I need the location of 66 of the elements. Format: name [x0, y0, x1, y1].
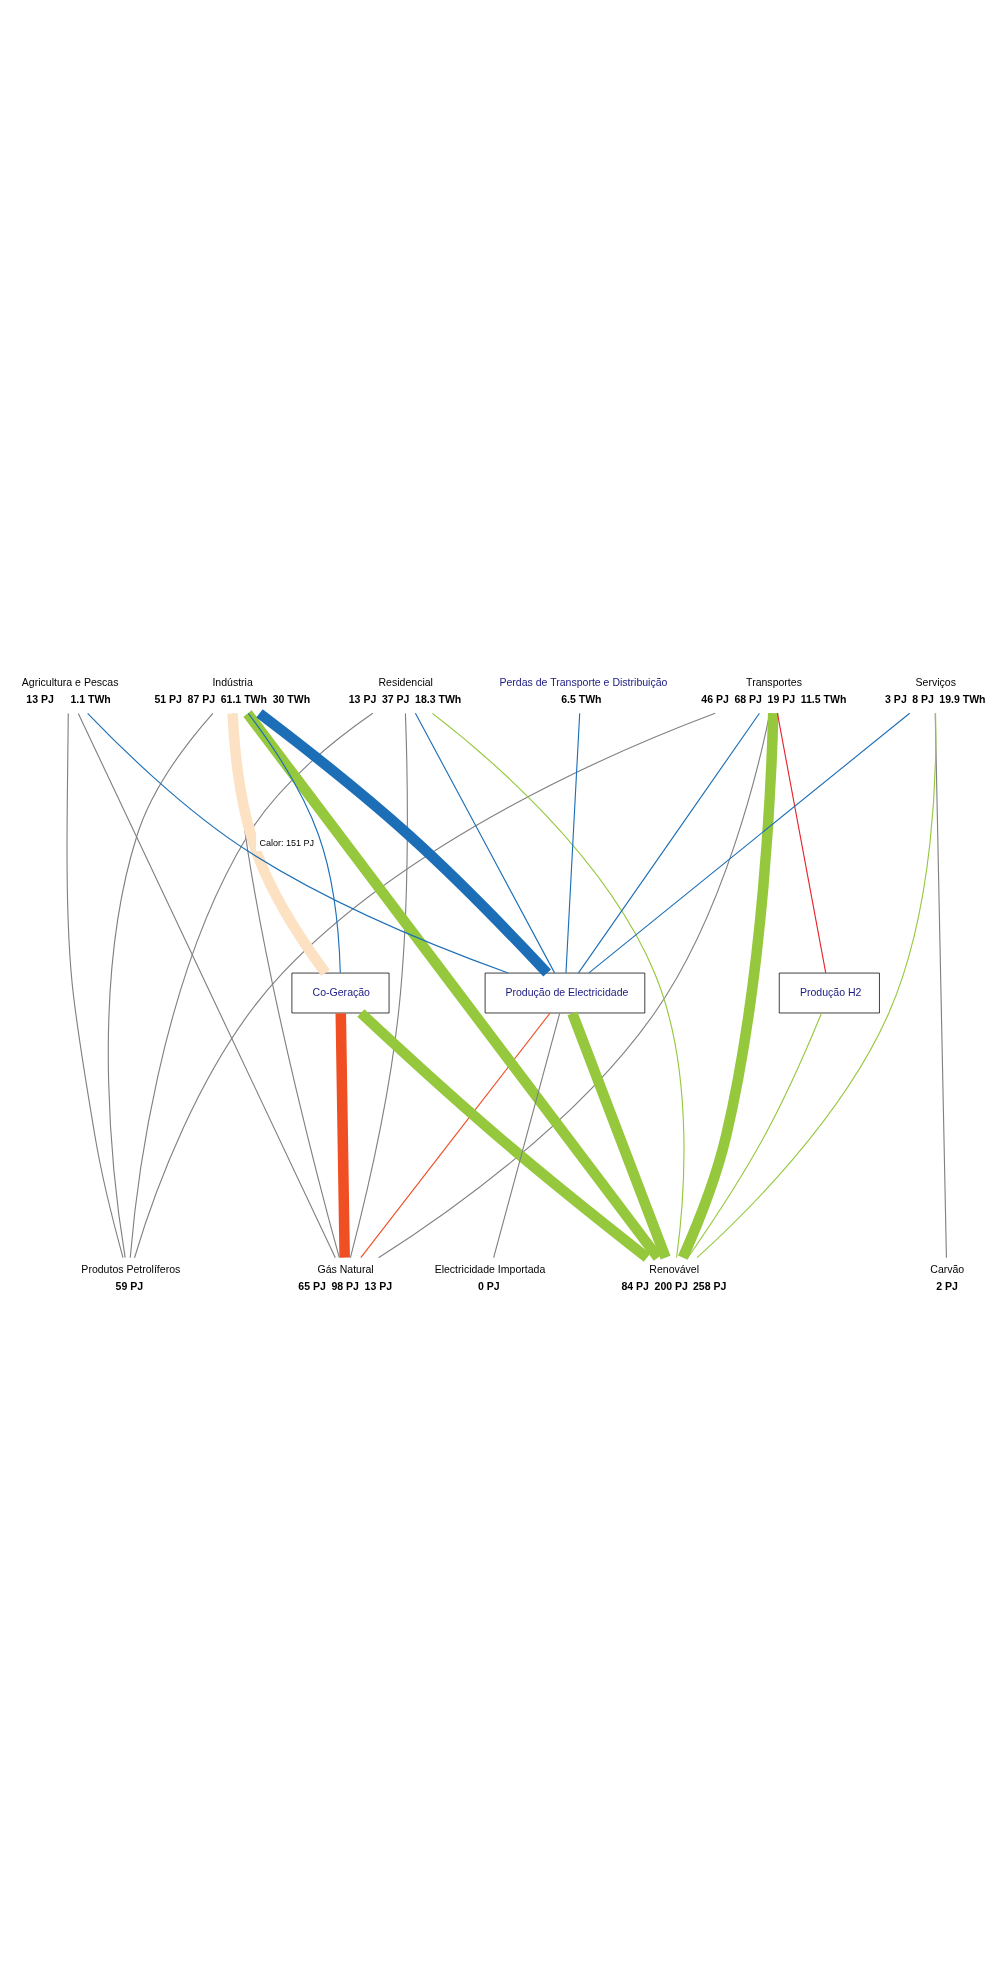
edge-label: Calor: 151 PJ	[259, 837, 315, 848]
node-text: Transportes	[746, 675, 802, 688]
node-label: 51 PJ	[154, 692, 182, 705]
node-label: 3 PJ	[885, 692, 907, 705]
node-label: 68 PJ	[734, 692, 762, 705]
connector	[588, 712, 911, 973]
node-label: 0 PJ	[477, 1279, 500, 1292]
connector	[360, 1012, 551, 1258]
node-label: 258 PJ	[693, 1279, 727, 1292]
node-text: Residencial	[378, 675, 433, 688]
connector	[335, 1012, 350, 1258]
connector	[87, 712, 509, 974]
node-label: 200 PJ	[654, 1279, 688, 1292]
connector	[107, 712, 214, 1258]
connector	[431, 712, 685, 1258]
node-text: Perdas de Transporte e Distribuição	[499, 675, 668, 688]
connector	[133, 712, 716, 1258]
node-label: 19.9 TWh	[939, 692, 986, 705]
connector	[678, 712, 779, 1260]
connector	[577, 712, 760, 973]
connector	[776, 712, 827, 973]
connector	[378, 712, 771, 1258]
node-text: Renovável	[649, 1262, 700, 1275]
node-label: 6.5 TWh	[561, 692, 602, 705]
node-label: 84 PJ	[621, 1279, 649, 1292]
node-label: 2 PJ	[936, 1279, 958, 1292]
node-label: 98 PJ	[331, 1279, 359, 1292]
connector	[77, 712, 336, 1258]
node-label: 37 PJ	[381, 692, 410, 705]
node-text: Indústria	[212, 675, 253, 688]
connector	[493, 1012, 561, 1258]
node-label: 59 PJ	[115, 1279, 144, 1292]
node-label: 13 PJ	[364, 1279, 393, 1292]
node-label: 65 PJ	[298, 1279, 326, 1292]
connector	[243, 709, 663, 1261]
node-label: 18.3 TWh	[415, 692, 462, 705]
node-label: 1.1 TWh	[70, 692, 111, 705]
node-label: 13 PJ	[26, 692, 54, 705]
connector	[357, 1008, 651, 1262]
node-text: Carvão	[930, 1262, 965, 1275]
connector	[565, 712, 581, 973]
node-box: Produção H2	[778, 972, 880, 1013]
connector	[696, 712, 937, 1258]
node-label: 11.5 TWh	[800, 692, 847, 705]
connector	[349, 712, 408, 1258]
node-text: Serviços	[915, 675, 956, 688]
connector	[129, 712, 374, 1258]
connector	[687, 1011, 823, 1258]
connector	[414, 712, 556, 973]
node-label: 8 PJ	[912, 692, 934, 705]
connector	[567, 1010, 671, 1260]
node-label: 87 PJ	[187, 692, 216, 705]
node-text: Gás Natural	[317, 1262, 374, 1275]
node-label: 19 PJ	[767, 692, 796, 705]
connector	[66, 712, 124, 1258]
node-box: Produção de Electricidade	[484, 972, 646, 1013]
node-label: 13 PJ	[348, 692, 377, 705]
node-label: 30 TWh	[272, 692, 311, 705]
node-label: 46 PJ	[701, 692, 729, 705]
node-text: Agricultura e Pescas	[21, 675, 119, 688]
connector	[247, 712, 341, 973]
connector	[227, 712, 330, 976]
node-box: Co-Geração	[291, 972, 390, 1013]
node-label: 61.1 TWh	[220, 692, 267, 705]
node-text: Produtos Petrolíferos	[81, 1262, 181, 1275]
node-text: Electricidade Importada	[434, 1262, 546, 1275]
